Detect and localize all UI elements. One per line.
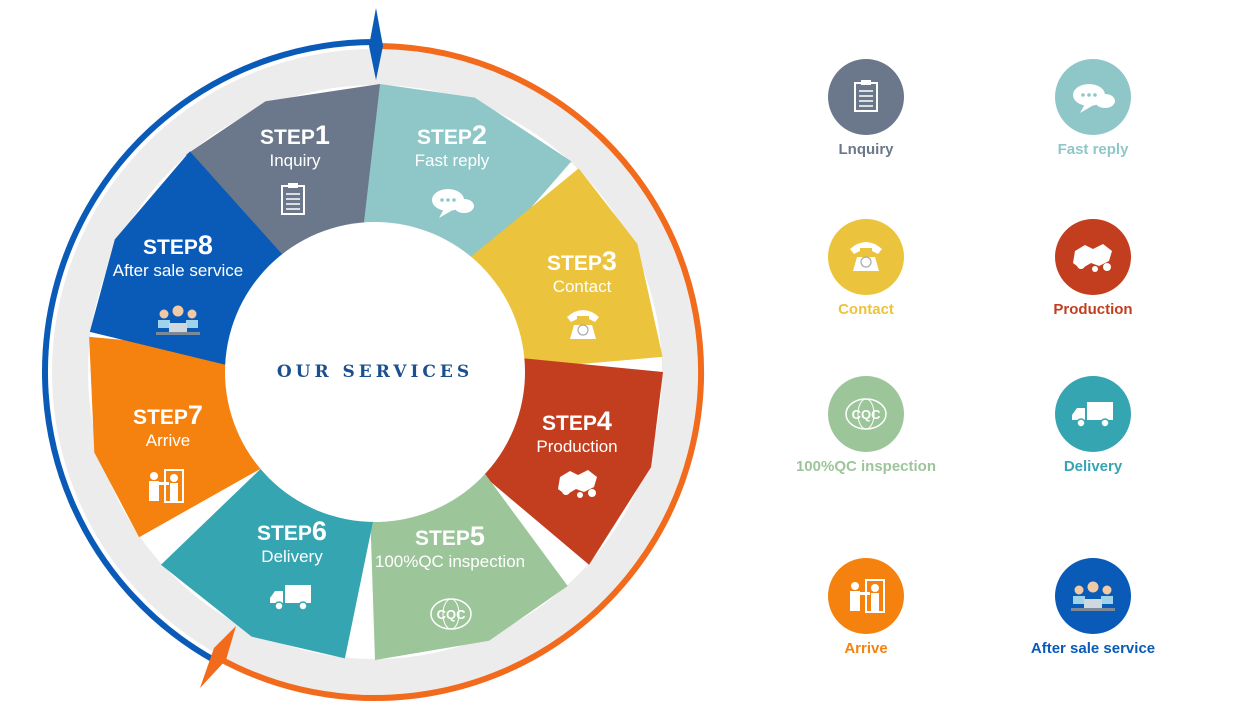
legend-label: Lnquiry [838, 141, 894, 158]
legend-item: Production [1013, 219, 1173, 319]
step-heading: STEP6 [212, 518, 372, 545]
step-word: STEP [417, 126, 472, 149]
production-network-icon-badge [1055, 219, 1131, 295]
step-word: STEP [547, 252, 602, 275]
step-4-segment [475, 357, 663, 565]
legend-item: Lnquiry [786, 59, 946, 159]
step-number: 8 [197, 230, 213, 260]
step-number: 4 [596, 406, 612, 436]
step-heading: STEP5 [370, 523, 530, 550]
step-word: STEP [143, 236, 198, 259]
center-circle [225, 222, 525, 522]
step-name: Delivery [261, 547, 323, 566]
support-team-icon-badge [1055, 558, 1131, 634]
people-door-icon-badge [828, 558, 904, 634]
step-word: STEP [260, 126, 315, 149]
top-arrow-tip [369, 8, 383, 80]
blue-arc [42, 39, 376, 664]
telephone-icon [849, 241, 883, 272]
services-wheel: CQC [42, 8, 704, 701]
step-7-segment [89, 336, 270, 538]
production-network-icon [1073, 244, 1112, 272]
legend-label: Fast reply [1057, 141, 1129, 158]
step-heading: STEP1 [215, 122, 375, 149]
step-heading: STEP3 [502, 248, 662, 275]
step-name: Inquiry [269, 151, 321, 170]
step-2-segment [362, 84, 572, 274]
legend-label: Production [1053, 301, 1133, 318]
legend-item: Fast reply [1013, 59, 1173, 159]
legend-item: Contact [786, 219, 946, 319]
clipboard-icon-badge [828, 59, 904, 135]
step-number: 3 [601, 246, 617, 276]
step-heading: STEP4 [497, 408, 657, 435]
step-number: 1 [314, 120, 330, 150]
step-number: 6 [311, 516, 327, 546]
truck-icon-badge [1055, 376, 1131, 452]
legend-item: 100%QC inspection [786, 376, 946, 476]
orange-arc [215, 43, 704, 701]
legend-label: Delivery [1063, 458, 1123, 475]
telephone-icon-badge [828, 219, 904, 295]
step-heading: STEP7 [88, 402, 248, 429]
legend-item: After sale service [1013, 558, 1173, 658]
step-number: 7 [187, 400, 203, 430]
step-number: 2 [471, 120, 487, 150]
truck-icon [1071, 401, 1114, 428]
support-team-icon [1071, 581, 1115, 611]
step-heading: STEP8 [98, 232, 258, 259]
legend-label: Arrive [844, 640, 888, 657]
step-number: 5 [469, 521, 485, 551]
step-name: After sale service [112, 261, 244, 280]
step-name: Fast reply [414, 151, 490, 170]
step-heading: STEP2 [372, 122, 532, 149]
chat-bubble-icon-badge [1055, 59, 1131, 135]
cqc-globe-icon [845, 398, 887, 430]
legend-label: Contact [838, 301, 894, 318]
step-name: Production [536, 437, 618, 456]
step-name: 100%QC inspection [374, 552, 526, 571]
bottom-arrow-tip [200, 626, 236, 688]
step-word: STEP [257, 522, 312, 545]
chat-bubble-icon [1073, 84, 1115, 113]
step-word: STEP [542, 412, 597, 435]
step-word: STEP [415, 527, 470, 550]
legend-label: After sale service [1030, 640, 1156, 657]
cqc-globe-icon-badge [828, 376, 904, 452]
people-door-icon [849, 579, 885, 613]
step-name: Contact [552, 277, 612, 296]
step-word: STEP [133, 406, 188, 429]
legend-label: 100%QC inspection [795, 458, 937, 475]
legend-item: Delivery [1013, 376, 1173, 476]
step-name: Arrive [145, 431, 191, 450]
clipboard-icon [854, 79, 878, 112]
center-title: OUR SERVICES [276, 362, 474, 382]
legend-item: Arrive [786, 558, 946, 658]
